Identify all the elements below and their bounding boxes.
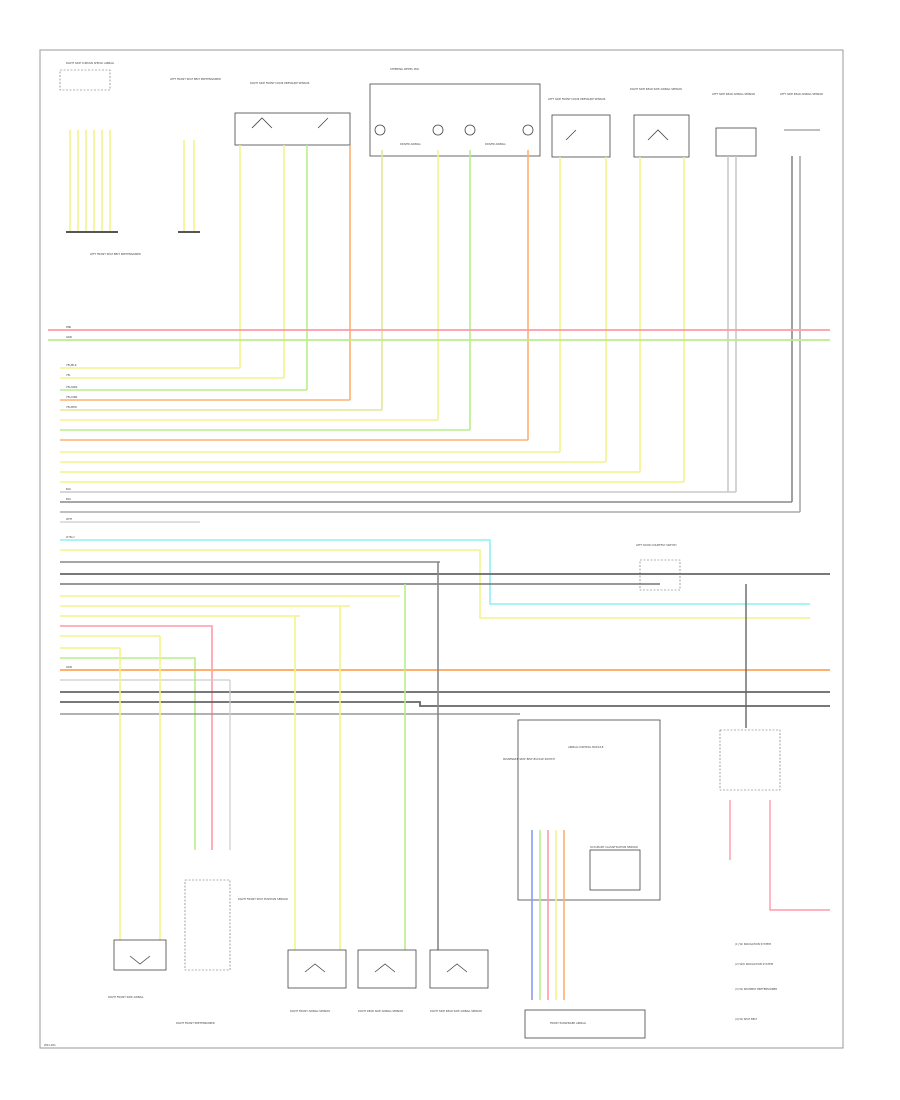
bottom-components: RIGHT FRONT SIDE AIRBAG RIGHT FRONT SEAT… (108, 879, 489, 1025)
bottom-drop-wires (119, 562, 747, 950)
component-label: STEERING WHEEL PAD (390, 67, 419, 71)
wire-label: YEL/ORN (66, 395, 77, 399)
legend-item: (1) W/ NAVIGATION SYSTEM (735, 942, 771, 946)
component-label: LEFT FRONT SEAT BELT PRETENSIONER (90, 252, 141, 256)
component-label: FRONT PASSENGER AIRBAG (550, 1021, 586, 1025)
main-bus: PNK GRN YEL/BLK YEL YEL/GRN YEL/ORN YEL/… (48, 325, 830, 850)
legend-item: (2) W/O NAVIGATION SYSTEM (735, 962, 773, 966)
component-left-door-courtesy-switch: LEFT DOOR COURTESY SWITCH (600, 543, 681, 591)
component-label: RIGHT FRONT SEAT POSITION SENSOR (238, 897, 288, 901)
component-label: RIGHT FRONT AIRBAG SENSOR (290, 1009, 330, 1013)
component-left-side-rear-airbag-sensor: LEFT SIDE REAR AIRBAG SENSOR LEFT SIDE R… (712, 92, 823, 157)
component-label: PASSENGER SEAT BELT BUCKLE SWITCH (503, 757, 555, 761)
component-label: RIGHT SIDE REAR SIDE AIRBAG SENSOR (430, 1009, 482, 1013)
airbag-control-module-box (517, 719, 661, 901)
diagram-frame (39, 49, 844, 1049)
wire-label: BLK (66, 487, 71, 491)
component-label: LEFT SIDE REAR AIRBAG SENSOR (780, 92, 823, 96)
component-airbag-control-module: AIRBAG CONTROL MODULE PASSENGER SEAT BEL… (503, 719, 661, 1039)
component-label: RIGHT FRONT PRETENSIONER (176, 1021, 215, 1025)
component-right-side-front-door-pressure-sensor: RIGHT SIDE FRONT DOOR PRESSURE SENSOR (234, 81, 351, 146)
wire-label: PNK (66, 325, 72, 329)
wire-label: BLK (66, 497, 71, 501)
wire-label: YEL/GRN (66, 385, 77, 389)
top-drop-wires (239, 145, 801, 512)
legend-item: (4) W/ SEAT BELT (735, 1017, 758, 1021)
component-label: DRIVER AIRBAG (400, 142, 420, 146)
wire-label: ORN (66, 665, 72, 669)
legend: (1) W/ NAVIGATION SYSTEM (2) W/O NAVIGAT… (735, 942, 777, 1021)
right-side-sensors (719, 729, 830, 911)
legend-item: (3) W/ SEATBELT PRETENSIONER (735, 987, 777, 991)
component-left-front-pretensioner: LEFT FRONT SEAT BELT PRETENSIONER (170, 77, 221, 233)
wire-label: YEL/BLK (66, 363, 77, 367)
component-label: LEFT SIDE REAR AIRBAG SENSOR (712, 92, 755, 96)
component-label: RIGHT SIDE CURTAIN SHIELD AIRBAG (66, 61, 114, 65)
top-components: RIGHT SIDE CURTAIN SHIELD AIRBAG LEFT FR… (59, 61, 823, 256)
component-label: LEFT SIDE FRONT DOOR PRESSURE SENSOR (548, 97, 606, 101)
component-label: OCCUPANT CLASSIFICATION SENSOR (590, 845, 638, 849)
component-right-side-rear-side-airbag-sensor: RIGHT SIDE REAR SIDE AIRBAG SENSOR (630, 87, 690, 158)
wire-label: LT BLU (66, 535, 75, 539)
wire-label: GRN (66, 335, 72, 339)
component-right-side-curtain-airbag: RIGHT SIDE CURTAIN SHIELD AIRBAG LEFT FR… (59, 61, 141, 256)
wire-label: WHT (66, 517, 73, 521)
component-label: DRIVER AIRBAG (485, 142, 505, 146)
component-label: AIRBAG CONTROL MODULE (568, 745, 604, 749)
component-left-side-front-door-pressure-sensor: LEFT SIDE FRONT DOOR PRESSURE SENSOR (548, 97, 611, 158)
wire-label: YEL (66, 373, 71, 377)
component-label: RIGHT FRONT SIDE AIRBAG (108, 995, 143, 999)
component-steering-wheel-pad: STEERING WHEEL PAD DRIVER AIRBAG DRIVER … (369, 67, 541, 157)
wire-label: YEL/RED (66, 405, 77, 409)
component-label: RIGHT REAR SIDE AIRBAG SENSOR (358, 1009, 403, 1013)
component-label: LEFT DOOR COURTESY SWITCH (636, 543, 677, 547)
footer-code: W01-001 (44, 1043, 56, 1047)
component-label: LEFT FRONT SEAT BELT PRETENSIONER (170, 77, 221, 81)
component-label: RIGHT SIDE REAR SIDE AIRBAG SENSOR (630, 87, 682, 91)
component-label: RIGHT SIDE FRONT DOOR PRESSURE SENSOR (250, 81, 310, 85)
